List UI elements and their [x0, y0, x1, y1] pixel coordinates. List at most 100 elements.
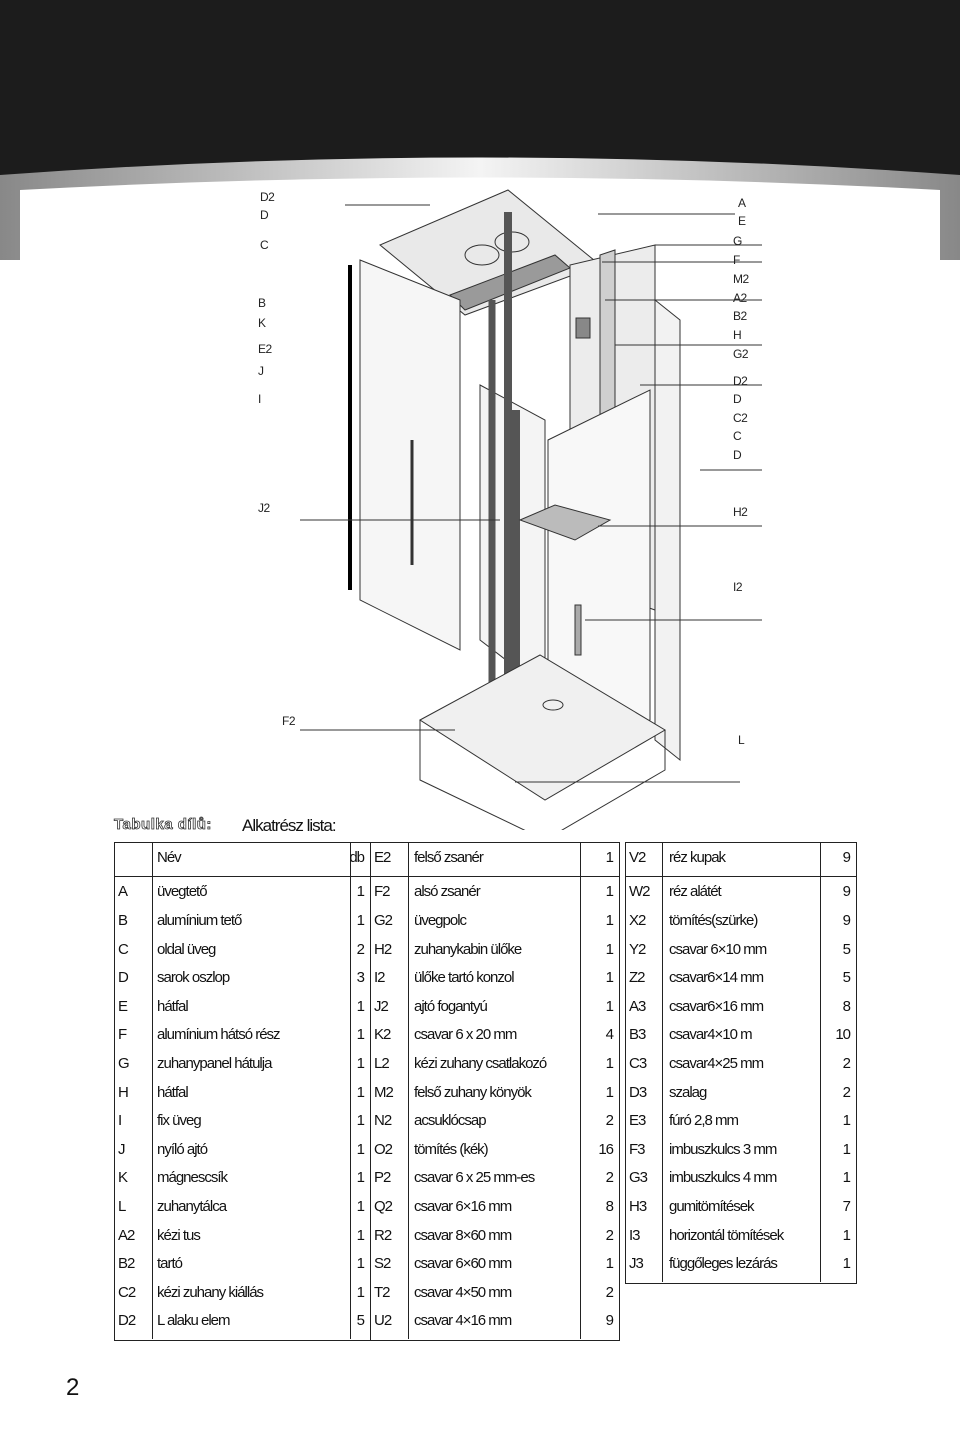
shower-cabin-exploded-diagram: [300, 189, 762, 830]
part-qty: 1: [605, 1083, 614, 1101]
part-qty: 1: [356, 1026, 365, 1044]
part-code: D3: [629, 1083, 647, 1101]
parts-list-heading: Alkatrész lista:: [242, 816, 337, 835]
callout-b: B: [258, 296, 266, 310]
col-divider-left-qty: [350, 842, 351, 1339]
part-code: A: [118, 883, 128, 901]
callout-j: J: [258, 364, 264, 378]
part-code: A3: [629, 997, 646, 1015]
part-code: W2: [629, 883, 651, 901]
part-code: T2: [374, 1283, 391, 1301]
part-name: alsó zsanér: [414, 883, 481, 901]
part-qty: 1: [605, 911, 614, 929]
part-qty: 1: [356, 1054, 365, 1072]
part-qty: 1: [356, 1255, 365, 1273]
part-name: csavar 6×10 mm: [669, 940, 767, 958]
part-name: szalag: [669, 1083, 707, 1101]
part-code: K2: [374, 1026, 391, 1044]
callout-d2-right: D2: [733, 374, 748, 388]
part-code: M2: [374, 1083, 394, 1101]
callout-m2: M2: [733, 272, 749, 286]
part-code: H2: [374, 940, 392, 958]
page-number: 2: [66, 1374, 80, 1401]
callout-a: A: [738, 196, 746, 210]
callout-i: I: [258, 392, 261, 406]
callout-g: G: [733, 234, 742, 248]
part-name: csavar 6×16 mm: [414, 1197, 512, 1215]
callout-f2: F2: [282, 714, 296, 728]
part-name: csavar 6×60 mm: [414, 1255, 512, 1273]
table-header-row: Név db: [114, 843, 370, 872]
part-code: G2: [374, 911, 393, 929]
callout-e2: E2: [258, 342, 272, 356]
part-code: L2: [374, 1054, 390, 1072]
callout-f: F: [733, 253, 740, 267]
part-qty: 1: [356, 1197, 365, 1215]
part-code: J2: [374, 997, 389, 1015]
part-name: ajtó fogantyú: [414, 997, 488, 1015]
col-divider-middle-qty: [580, 842, 581, 1339]
part-code: E: [118, 997, 128, 1015]
callout-d-right: D: [733, 392, 742, 406]
part-code: S2: [374, 1255, 391, 1273]
part-name: réz kupak: [669, 848, 726, 866]
header-name-cell: Név: [157, 848, 182, 866]
part-qty: 9: [842, 911, 851, 929]
part-qty: 1: [356, 883, 365, 901]
part-qty: 1: [356, 1083, 365, 1101]
table-row: B2 tartó 1: [114, 1249, 370, 1278]
part-code: I3: [629, 1226, 641, 1244]
part-name: kézi tus: [157, 1226, 201, 1244]
part-code: C: [118, 940, 129, 958]
part-code: H3: [629, 1197, 647, 1215]
part-qty: 9: [842, 883, 851, 901]
part-qty: 2: [605, 1112, 614, 1130]
part-qty: 2: [605, 1283, 614, 1301]
part-qty: 5: [356, 1312, 365, 1330]
part-name: ülőke tartó konzol: [414, 969, 515, 987]
part-code: C2: [118, 1283, 136, 1301]
part-qty: 1: [356, 1112, 365, 1130]
part-name: horizontál tömítések: [669, 1226, 784, 1244]
col-divider-left-code: [152, 842, 153, 1339]
part-name: oldal üveg: [157, 940, 216, 958]
part-qty: 10: [835, 1026, 851, 1044]
part-code: Q2: [374, 1197, 393, 1215]
part-code: D: [118, 969, 129, 987]
part-code: X2: [629, 911, 646, 929]
part-qty: 1: [605, 1054, 614, 1072]
part-name: csavar4×10 m: [669, 1026, 753, 1044]
part-qty: 1: [605, 1255, 614, 1273]
part-code: J3: [629, 1255, 644, 1273]
part-name: tömítés (kék): [414, 1140, 489, 1158]
part-name: kézi zuhany csatlakozó: [414, 1054, 547, 1072]
part-code: B2: [118, 1255, 135, 1273]
part-name: tartó: [157, 1255, 183, 1273]
part-qty: 1: [356, 1283, 365, 1301]
part-name: zuhanytálca: [157, 1197, 227, 1215]
callout-l: L: [738, 733, 745, 747]
callout-h2: H2: [733, 505, 748, 519]
part-name: nyíló ajtó: [157, 1140, 208, 1158]
part-qty: 1: [842, 1226, 851, 1244]
callout-c-left: C: [260, 238, 269, 252]
part-code: R2: [374, 1226, 392, 1244]
part-code: J: [118, 1140, 126, 1158]
part-name: mágnescsík: [157, 1169, 228, 1187]
